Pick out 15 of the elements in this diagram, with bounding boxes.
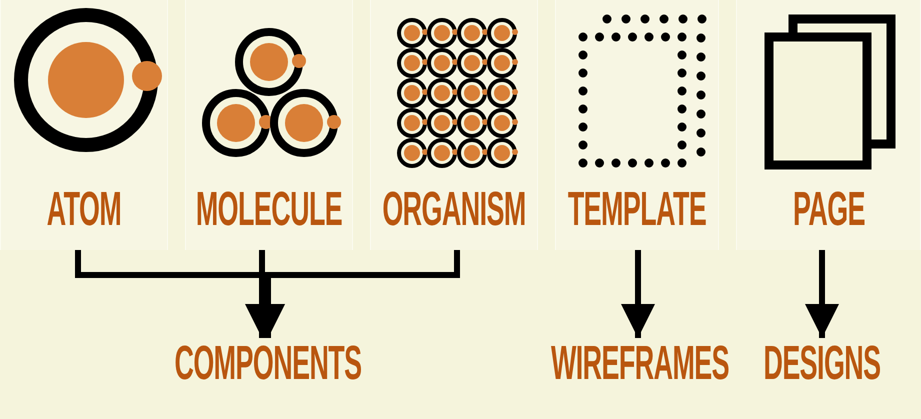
category-label: WIREFRAMES [550, 340, 730, 388]
level-label: ATOM [46, 186, 122, 234]
panel-card [0, 0, 168, 250]
panel-card [555, 0, 719, 250]
level-label: TEMPLATE [568, 186, 706, 234]
level-label: PAGE [792, 186, 864, 234]
panel-card [736, 0, 921, 250]
panel-card [185, 0, 353, 250]
arrow [621, 250, 655, 338]
category-label: COMPONENTS [174, 340, 362, 388]
arrow [805, 250, 839, 338]
level-label: MOLECULE [196, 186, 342, 234]
level-label: ORGANISM [382, 186, 526, 234]
category-label: DESIGNS [763, 340, 881, 388]
panel-card [370, 0, 538, 250]
